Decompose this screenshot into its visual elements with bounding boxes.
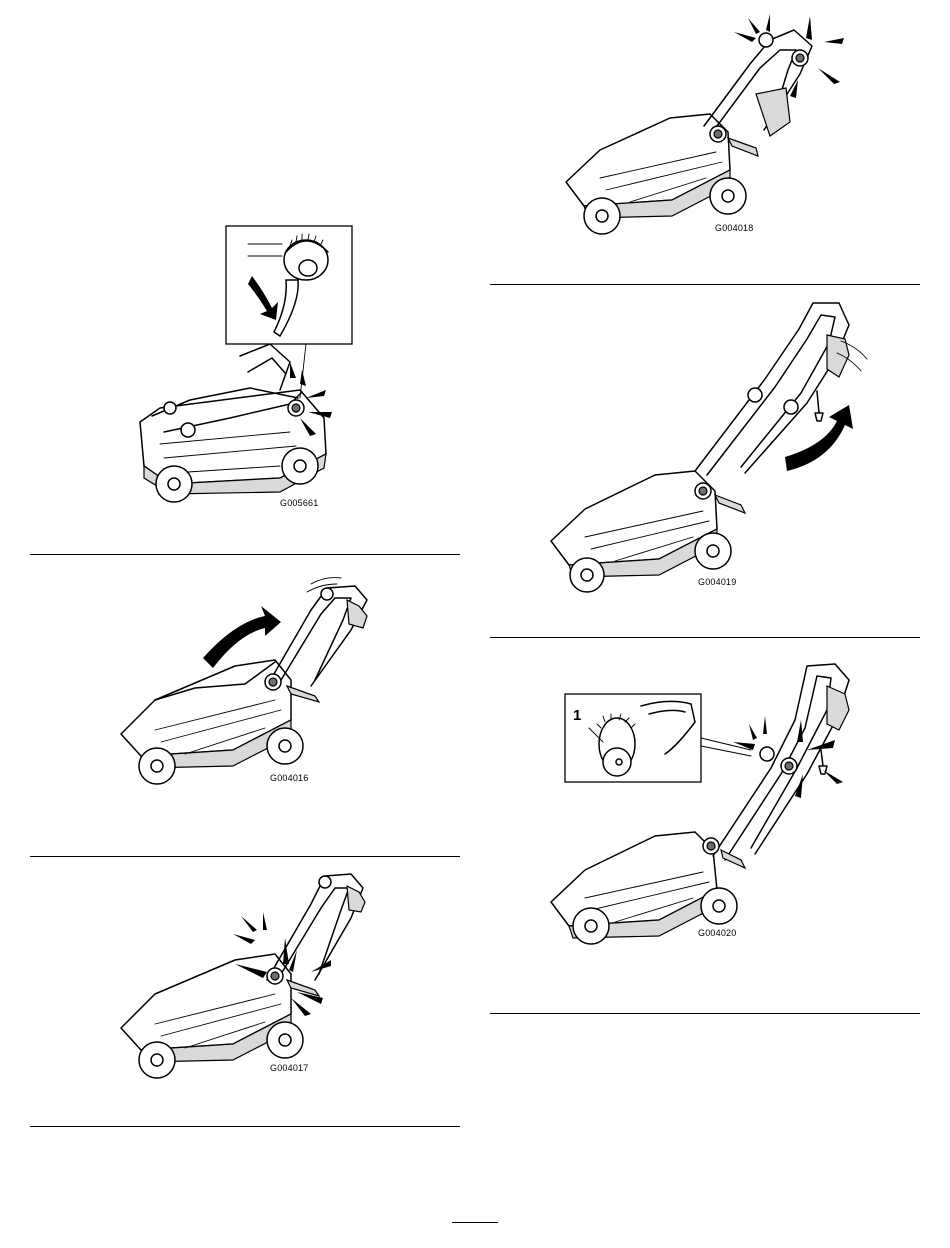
figure-lower-knobs: G004017 bbox=[115, 868, 390, 1083]
figure-folded-mower: G005661 bbox=[130, 222, 360, 512]
figure-code: G004018 bbox=[715, 223, 753, 233]
figure-code: G004016 bbox=[270, 773, 308, 783]
rule-right-1 bbox=[490, 284, 920, 285]
page-number-rule bbox=[452, 1222, 498, 1223]
rule-left-1 bbox=[30, 554, 460, 555]
raise-handle-illustration bbox=[115, 570, 390, 785]
rule-right-3 bbox=[490, 1013, 920, 1014]
figure-upper-knobs: G004018 bbox=[560, 10, 860, 235]
rotate-handle-illustration bbox=[545, 295, 875, 595]
folded-mower-illustration bbox=[130, 222, 360, 512]
figure-code: G004017 bbox=[270, 1063, 308, 1073]
knob-detail-illustration bbox=[545, 650, 875, 950]
figure-code: G004020 bbox=[698, 928, 736, 938]
rule-left-3 bbox=[30, 1126, 460, 1127]
figure-rotate-handle: G004019 bbox=[545, 295, 875, 595]
figure-raise-handle: G004016 bbox=[115, 570, 390, 785]
lower-knobs-illustration bbox=[115, 868, 390, 1083]
upper-knobs-illustration bbox=[560, 10, 860, 235]
figure-knob-detail: 1 G004020 bbox=[545, 650, 875, 950]
rule-left-2 bbox=[30, 856, 460, 857]
figure-code: G004019 bbox=[698, 577, 736, 587]
callout-number: 1 bbox=[573, 707, 581, 724]
figure-code: G005661 bbox=[280, 498, 318, 508]
rule-right-2 bbox=[490, 637, 920, 638]
